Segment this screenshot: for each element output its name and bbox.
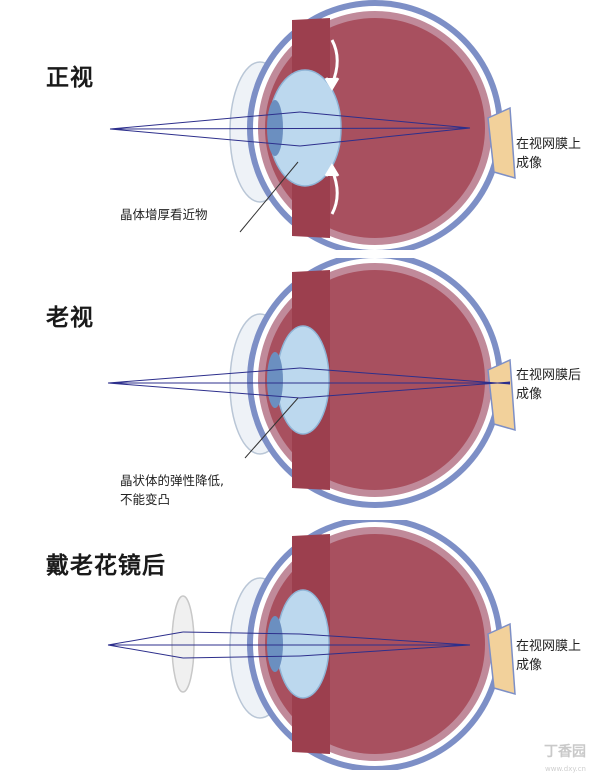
panel-with-reading-glasses: 戴老花镜后 在视网膜上 成像 xyxy=(0,520,600,770)
eye-diagram-presbyopia xyxy=(107,258,516,508)
panel-title: 正视 xyxy=(46,65,94,91)
image-position-label: 在视网膜后 成像 xyxy=(516,368,582,402)
eye-diagram-corrected xyxy=(107,520,516,770)
image-position-label: 在视网膜上 成像 xyxy=(516,639,582,673)
lens-note: 晶状体的弹性降低, 不能变凸 xyxy=(120,473,224,507)
panel-title: 戴老花镜后 xyxy=(46,553,166,579)
convex-lens-icon xyxy=(171,595,195,693)
lens-note: 晶体增厚看近物 xyxy=(120,207,208,222)
panel-presbyopia: 老视 在视网膜后 成像 晶状体的弹性降低, 不能变凸 xyxy=(0,258,600,508)
image-position-label: 在视网膜上 成像 xyxy=(516,137,582,171)
watermark-logo: 丁香园 xyxy=(544,744,586,760)
panel-title: 老视 xyxy=(46,305,94,331)
panel-emmetropia: 正视 在视网膜上 成像 晶体增厚看近物 xyxy=(0,0,600,250)
watermark-url: www.dxy.cn xyxy=(545,765,586,773)
accommodation-arrow-icon xyxy=(324,39,340,215)
eye-diagram-emmetropia xyxy=(109,0,516,250)
